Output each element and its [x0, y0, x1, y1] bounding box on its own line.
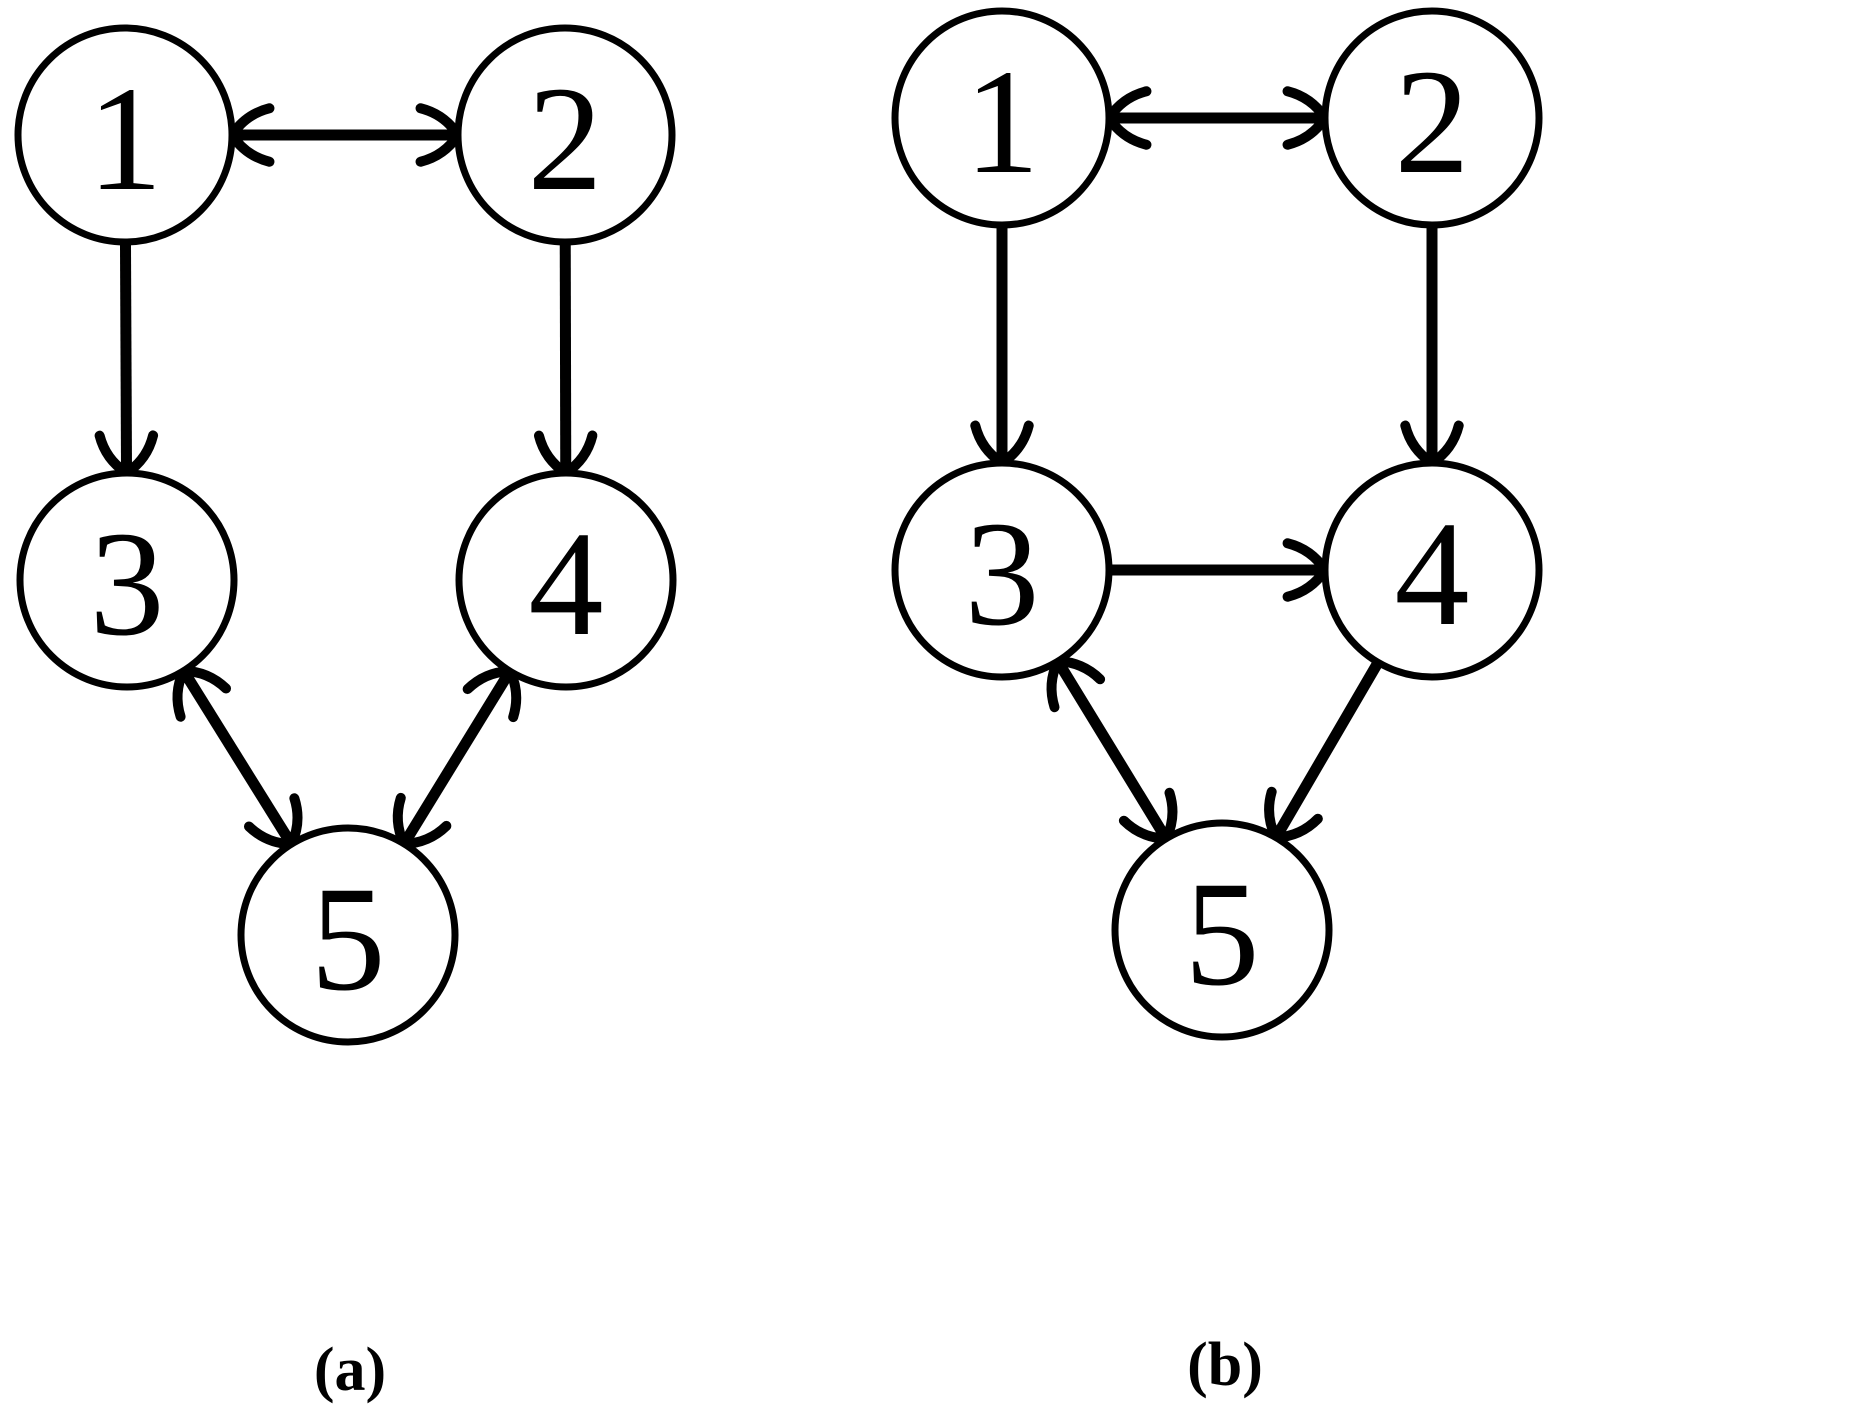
edge-panel-b-n1-n2-bidirectional	[1104, 86, 1330, 150]
edge-panel-b-n3-n5-bidirectional	[1046, 656, 1178, 844]
node-label: 5	[1185, 851, 1260, 1017]
edge-panel-b-n2-n4-directed	[1400, 225, 1464, 468]
node-circle[interactable]	[454, 24, 676, 246]
node-panel-b-2[interactable]: 2	[1321, 7, 1543, 229]
node-circle[interactable]	[14, 24, 236, 246]
captions-layer: (a) (b)	[314, 1331, 1263, 1404]
panel-b-nodes: 1 2 3 4 5	[891, 7, 1543, 1041]
edge-panel-a-n1-n2-bidirectional	[227, 103, 463, 167]
node-label: 1	[88, 56, 163, 222]
node-label: 2	[1395, 39, 1470, 205]
panel-a-nodes: 1 2 3 4 5	[14, 24, 677, 1046]
edge-shaft	[559, 241, 572, 474]
edge-shaft	[1053, 658, 1171, 842]
edge-panel-a-n5-n4-bidirectional	[392, 666, 522, 849]
edge-shaft	[178, 667, 297, 848]
node-label: 5	[311, 856, 386, 1022]
node-circle[interactable]	[1321, 459, 1543, 681]
edge-panel-b-n3-n4-directed	[1109, 538, 1330, 602]
node-label: 4	[1395, 491, 1470, 657]
node-circle[interactable]	[237, 824, 459, 1046]
edge-shaft	[1271, 659, 1383, 841]
panels-layer: 1 2 3 4 5 1 2 3 4 5	[14, 7, 1543, 1046]
node-circle[interactable]	[1321, 7, 1543, 229]
node-label: 3	[965, 491, 1040, 657]
edge-panel-a-n3-n5-bidirectional	[172, 665, 303, 850]
edge-panel-a-n1-n3-directed	[94, 241, 159, 478]
edge-shaft	[399, 668, 515, 847]
edge-panel-a-n2-n4-directed	[533, 241, 598, 478]
node-label: 1	[965, 39, 1040, 205]
node-circle[interactable]	[1111, 819, 1333, 1041]
node-panel-a-1[interactable]: 1	[14, 24, 236, 246]
node-panel-a-4[interactable]: 4	[455, 469, 677, 691]
panel-b: 1 2 3 4 5	[891, 7, 1543, 1041]
node-panel-b-3[interactable]: 3	[891, 459, 1113, 681]
panel-caption-panel-b: (b)	[1187, 1331, 1263, 1399]
node-panel-a-2[interactable]: 2	[454, 24, 676, 246]
edge-panel-b-n4-n5-directed	[1264, 659, 1383, 843]
panel-b-edges	[970, 86, 1464, 844]
node-panel-b-1[interactable]: 1	[891, 7, 1113, 229]
panel-a: 1 2 3 4 5	[14, 24, 677, 1046]
node-panel-a-5[interactable]: 5	[237, 824, 459, 1046]
node-label: 4	[529, 501, 604, 667]
node-circle[interactable]	[891, 7, 1113, 229]
edge-panel-b-n1-n3-directed	[970, 225, 1034, 468]
edge-shaft	[119, 241, 133, 474]
node-panel-b-5[interactable]: 5	[1111, 819, 1333, 1041]
node-label: 2	[528, 56, 603, 222]
node-label: 3	[90, 501, 165, 667]
node-circle[interactable]	[891, 459, 1113, 681]
node-circle[interactable]	[455, 469, 677, 691]
panel-caption-panel-a: (a)	[314, 1336, 386, 1404]
node-panel-a-3[interactable]: 3	[16, 469, 238, 691]
node-circle[interactable]	[16, 469, 238, 691]
node-panel-b-4[interactable]: 4	[1321, 459, 1543, 681]
